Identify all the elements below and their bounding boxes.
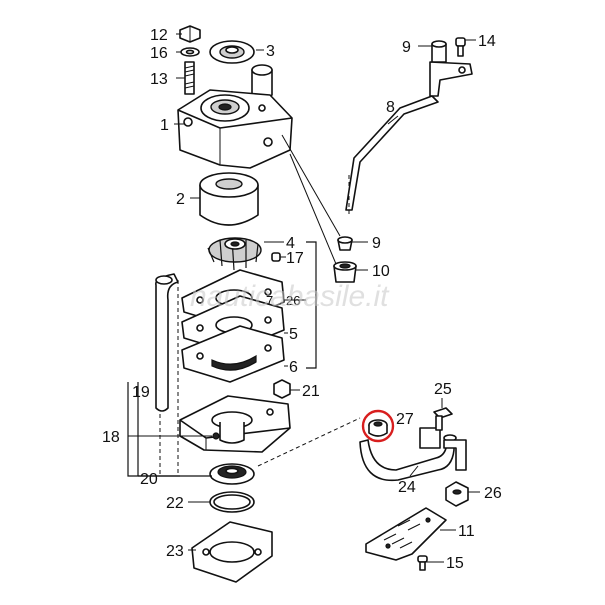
part-3-seal[interactable] <box>209 40 255 64</box>
part-14-screw[interactable] <box>455 37 466 57</box>
callout-4: 4 <box>286 235 295 252</box>
part-10-grommet[interactable] <box>333 261 357 283</box>
callout-16: 16 <box>150 45 168 62</box>
part-9-grommet[interactable] <box>337 236 353 251</box>
callout-18: 18 <box>102 429 120 446</box>
callout-13: 13 <box>150 71 168 88</box>
callout-9-bottom: 9 <box>372 235 381 252</box>
part-4-impeller[interactable] <box>207 237 262 271</box>
callout-labels: 12 16 13 3 1 2 4 17 7 26 5 6 21 9 14 8 9… <box>102 27 502 572</box>
callout-22: 22 <box>166 495 184 512</box>
part-13-stud[interactable] <box>184 61 195 95</box>
part-26-grommet[interactable] <box>445 481 469 507</box>
callout-11: 11 <box>458 523 475 540</box>
part-24-water-pipe[interactable] <box>359 427 467 482</box>
callout-6: 6 <box>289 359 298 376</box>
callout-24: 24 <box>398 479 416 496</box>
leader-lines <box>128 33 480 563</box>
callout-26: 26 <box>484 485 502 502</box>
part-2-impeller-cup[interactable] <box>199 172 259 226</box>
part-18-pump-base[interactable] <box>179 395 291 453</box>
callout-20: 20 <box>140 471 158 488</box>
callout-12: 12 <box>150 27 168 44</box>
callout-7: 7 <box>266 293 273 308</box>
callout-8: 8 <box>386 99 395 116</box>
callout-10: 10 <box>372 263 390 280</box>
callout-21: 21 <box>302 383 320 400</box>
part-17-key[interactable] <box>271 252 281 262</box>
watermark: nauticabasile.it <box>190 280 390 313</box>
callout-17: 17 <box>286 250 304 267</box>
part-15-screw[interactable] <box>417 555 428 571</box>
callout-27: 27 <box>396 411 414 428</box>
part-9-fitting-top[interactable] <box>431 40 447 63</box>
highlight-circle <box>361 409 395 443</box>
part-1-pump-housing[interactable] <box>177 89 293 169</box>
part-23-gasket[interactable] <box>191 521 273 583</box>
part-19-water-tube[interactable] <box>155 273 179 412</box>
part-27-seal[interactable] <box>368 419 388 437</box>
part-16-washer[interactable] <box>180 47 200 57</box>
callout-14: 14 <box>478 33 496 50</box>
callout-25: 25 <box>434 381 452 398</box>
part-12-nut[interactable] <box>179 25 201 43</box>
callout-3: 3 <box>266 43 275 60</box>
callout-15: 15 <box>446 555 464 572</box>
part-8-cooling-tube[interactable] <box>345 61 473 215</box>
part-20-bearing[interactable] <box>209 463 255 485</box>
callout-26-small: 26 <box>286 293 300 308</box>
part-25-bolt[interactable] <box>433 407 453 431</box>
callout-1: 1 <box>160 117 169 134</box>
part-6-plate[interactable] <box>181 325 285 383</box>
callout-9-top: 9 <box>402 39 411 56</box>
brackets <box>127 241 361 477</box>
part-21-nut[interactable] <box>273 379 291 399</box>
callout-2: 2 <box>176 191 185 208</box>
callout-19: 19 <box>132 384 150 401</box>
part-11-plate[interactable] <box>365 507 447 561</box>
callout-23: 23 <box>166 543 184 560</box>
callout-5: 5 <box>289 326 298 343</box>
part-22-o-ring[interactable] <box>209 491 255 513</box>
